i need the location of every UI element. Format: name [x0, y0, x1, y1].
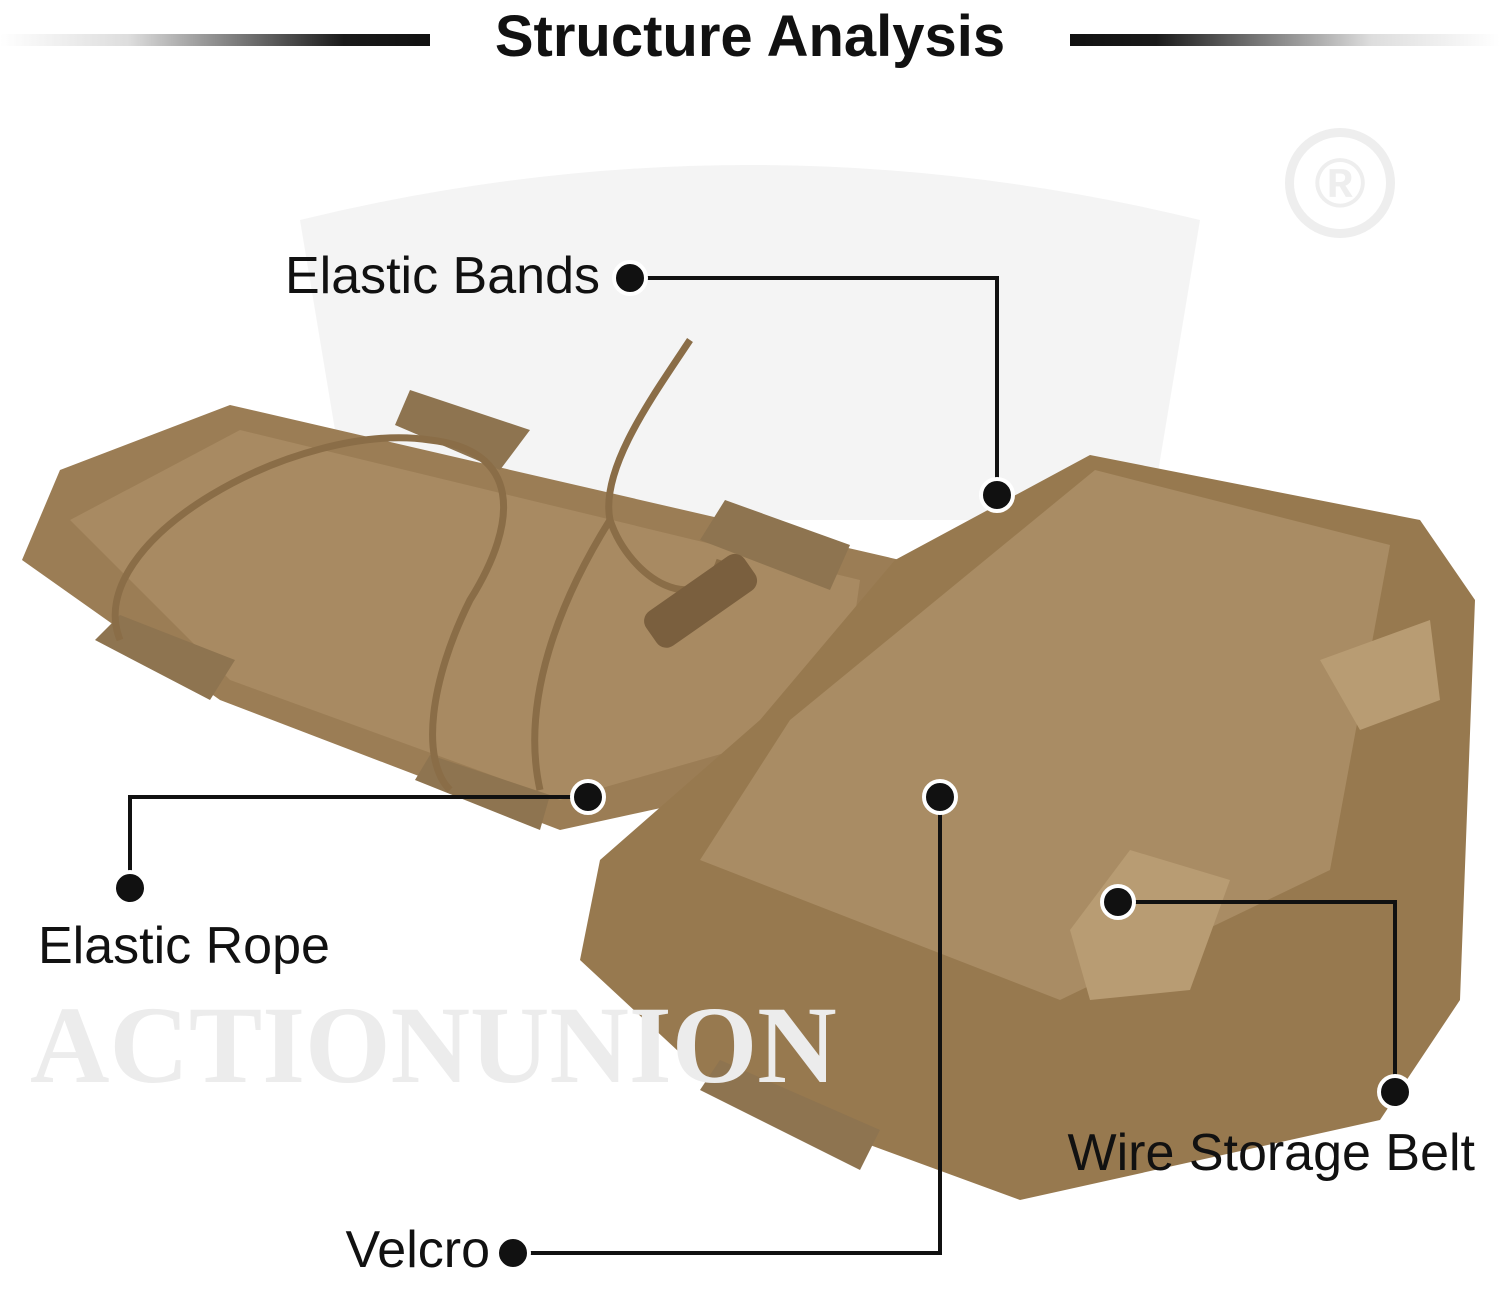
- title-bar: Structure Analysis: [0, 0, 1500, 80]
- label-elastic-rope: Elastic Rope: [38, 917, 330, 975]
- wire-storage-belt-target-dot: [1100, 884, 1136, 920]
- brand-watermark: ACTIONUNION: [30, 984, 837, 1106]
- label-wire-storage-belt: Wire Storage Belt: [1067, 1124, 1476, 1182]
- title-rule-right: [1070, 34, 1500, 46]
- velcro-dot: [495, 1235, 531, 1271]
- elastic-rope-leader: [128, 795, 588, 888]
- wire-storage-belt-leader: [1118, 900, 1397, 1092]
- elastic-bands-target-dot: [979, 477, 1015, 513]
- elastic-rope-target-dot: [570, 779, 606, 815]
- cord-lock: [644, 553, 758, 648]
- label-elastic-bands: Elastic Bands: [284, 247, 600, 305]
- velcro-target-dot: [922, 779, 958, 815]
- page-title: Structure Analysis: [494, 4, 1006, 69]
- pouch-front: [580, 455, 1475, 1200]
- velcro-leader: [513, 797, 942, 1255]
- label-velcro: Velcro: [345, 1221, 490, 1279]
- elastic-bands-leader: [630, 276, 999, 495]
- title-rule-left: [0, 34, 430, 46]
- elastic-rope-dot: [112, 870, 148, 906]
- elastic-bands-dot: [612, 260, 648, 296]
- wire-storage-belt-dot: [1377, 1074, 1413, 1110]
- registered-mark: ®: [1285, 128, 1395, 238]
